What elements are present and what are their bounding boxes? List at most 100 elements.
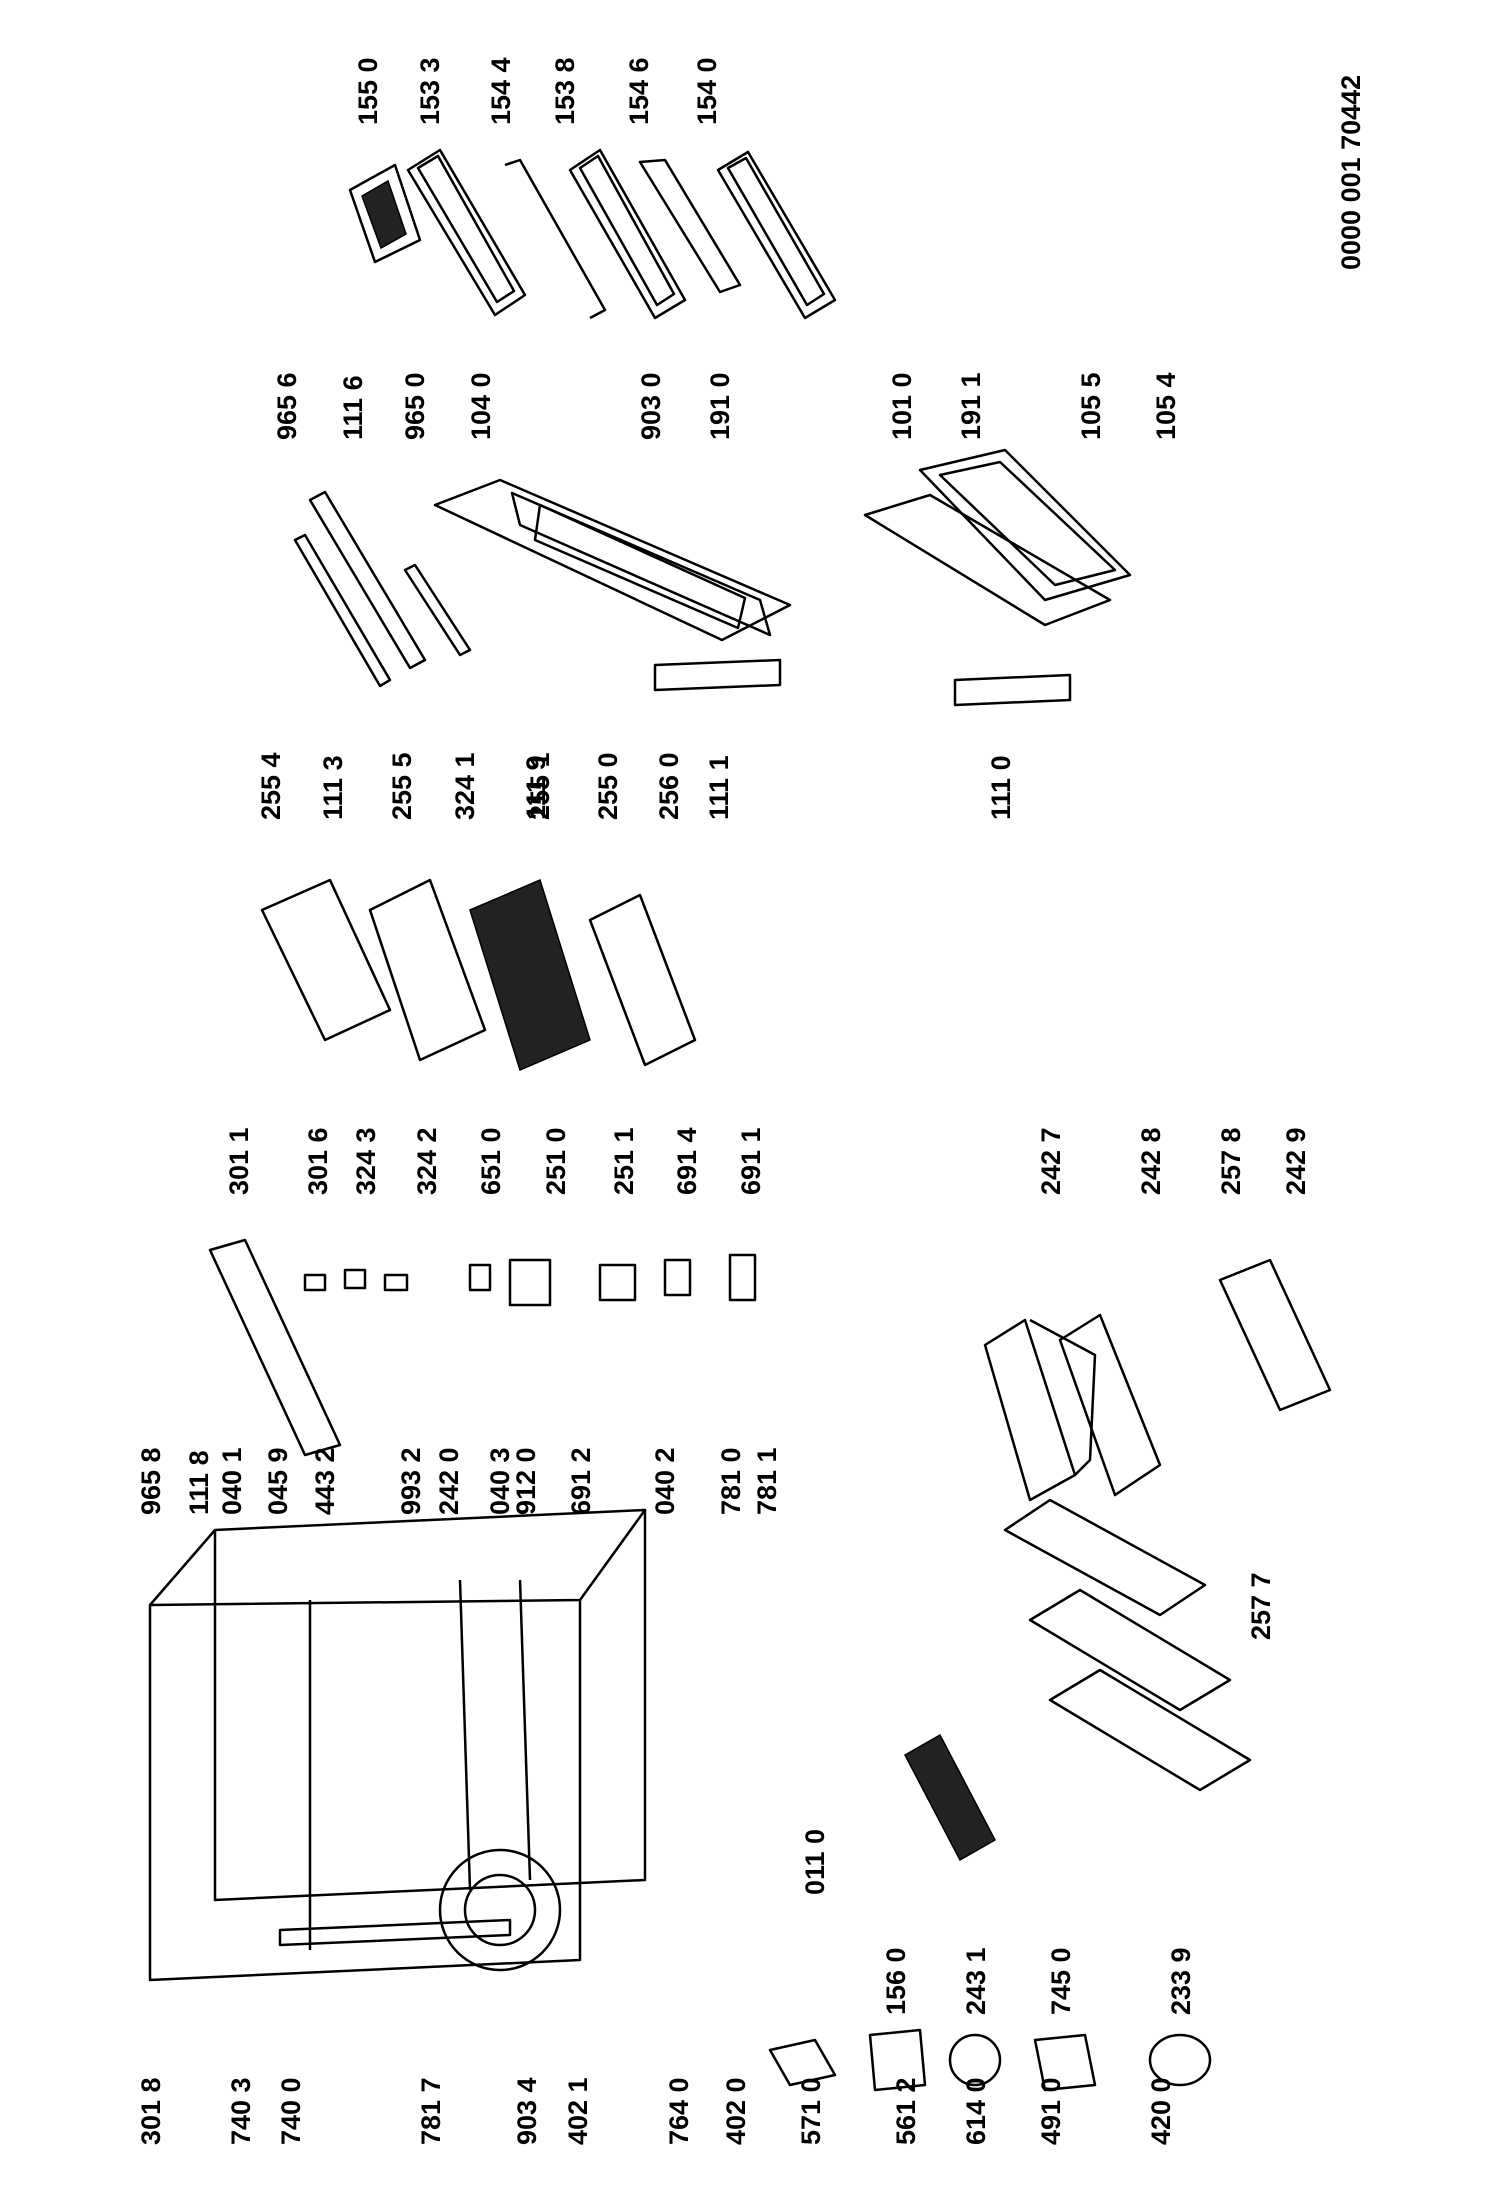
door-bin-1 — [406, 148, 527, 317]
part-number-label: 242 9 — [1281, 1127, 1311, 1195]
part-number-label: 251 1 — [609, 1127, 639, 1195]
part-number-label: 965 0 — [400, 372, 430, 440]
spare-part-420 — [1148, 2033, 1212, 2087]
part-labels: 155 0 153 3 154 4 153 8 154 6 154 0 965 6 111 6… — [136, 57, 1311, 2145]
part-number-label: 011 0 — [800, 1829, 830, 1895]
part-number-label: 764 0 — [664, 2077, 694, 2145]
freezer-drawer-1 — [983, 1318, 1097, 1502]
door-upper — [433, 478, 792, 642]
part-number-label: 233 9 — [1166, 1947, 1196, 2015]
part-number-label: 111 3 — [318, 755, 348, 820]
condenser-rail — [278, 1918, 512, 1947]
spare-part-561 — [868, 2028, 927, 2092]
freezer-baskets — [1003, 1498, 1252, 1792]
part-number-label: 040 1 — [217, 1447, 247, 1515]
part-number-label: 154 6 — [624, 57, 654, 125]
part-number-label: 691 1 — [736, 1127, 766, 1195]
part-number-label: 781 0 — [716, 1447, 746, 1515]
part-number-label: 324 1 — [450, 752, 480, 820]
part-number-label: 155 0 — [353, 57, 383, 125]
spare-part-491 — [1033, 2033, 1097, 2092]
shelf-1 — [260, 878, 392, 1042]
drawing-code: 0000 001 70442 — [1336, 75, 1366, 270]
part-number-label: 491 0 — [1036, 2077, 1066, 2145]
part-number-label: 191 0 — [705, 372, 735, 440]
hinge-upper — [653, 658, 782, 692]
part-number-label: 903 4 — [512, 2077, 542, 2145]
part-drawings — [148, 148, 1332, 2092]
part-number-label: 614 0 — [961, 2077, 991, 2145]
part-number-label: 443 2 — [310, 1447, 340, 1515]
part-number-label: 111 6 — [338, 375, 368, 440]
part-number-label: 255 0 — [593, 752, 623, 820]
freezer-drawer-2 — [1058, 1313, 1162, 1497]
part-number-label: 255 1 — [525, 752, 555, 820]
part-number-label: 993 2 — [396, 1447, 426, 1515]
part-number-label: 111 1 — [704, 755, 734, 820]
ice-cube-tray-small — [348, 163, 422, 264]
part-number-label: 324 2 — [412, 1127, 442, 1195]
part-number-label: 324 3 — [351, 1127, 381, 1195]
part-number-label: 111 9 — [521, 755, 551, 820]
spare-part-614 — [948, 2033, 1002, 2087]
shelf-4 — [588, 893, 697, 1067]
part-number-label: 104 0 — [466, 372, 496, 440]
part-number-label: 040 3 — [485, 1447, 515, 1515]
compressor — [438, 1848, 562, 1972]
part-number-label: 561 2 — [891, 2077, 921, 2145]
part-number-label: 191 1 — [956, 372, 986, 440]
part-number-label: 154 4 — [486, 57, 516, 125]
door-bin-2 — [568, 148, 687, 320]
part-number-label: 111 8 — [184, 1450, 214, 1515]
part-number-label: 040 2 — [650, 1447, 680, 1515]
part-number-label: 965 8 — [136, 1447, 166, 1515]
thermostat-assembly — [208, 1238, 342, 1457]
part-number-label: 154 0 — [692, 57, 722, 125]
part-number-label: 301 1 — [224, 1127, 254, 1195]
part-number-label: 745 0 — [1046, 1947, 1076, 2015]
shelf-2 — [368, 878, 487, 1062]
part-number-label: 691 4 — [672, 1127, 702, 1195]
ice-tray-large — [904, 1733, 996, 1862]
part-number-label: 242 7 — [1036, 1127, 1066, 1195]
part-number-label: 402 1 — [563, 2077, 593, 2145]
part-number-label: 251 0 — [541, 1127, 571, 1195]
part-number-label: 153 3 — [415, 57, 445, 125]
part-number-label: 301 8 — [136, 2077, 166, 2145]
part-number-label: 101 0 — [887, 372, 917, 440]
part-number-label: 111 0 — [986, 755, 1016, 820]
part-number-label: 242 0 — [434, 1447, 464, 1515]
door-rail-rod — [504, 158, 607, 320]
part-number-label: 781 7 — [416, 2077, 446, 2145]
part-number-label: 903 0 — [636, 372, 666, 440]
part-number-label: 740 3 — [226, 2077, 256, 2145]
part-number-label: 153 8 — [550, 57, 580, 125]
part-number-label: 912 0 — [511, 1447, 541, 1515]
part-number-label: 691 2 — [566, 1447, 596, 1515]
hinge-lower — [953, 673, 1072, 707]
bottle-retainer — [638, 158, 742, 294]
part-number-label: 255 5 — [387, 752, 417, 820]
part-number-label: 301 6 — [303, 1127, 333, 1195]
part-number-label: 965 6 — [272, 372, 302, 440]
part-number-label: 105 4 — [1151, 372, 1181, 440]
part-number-label: 255 4 — [256, 752, 286, 820]
door-handle-upper — [293, 490, 472, 688]
part-number-label: 257 8 — [1216, 1127, 1246, 1195]
door-bin-3 — [716, 150, 837, 320]
part-number-label: 781 1 — [752, 1447, 782, 1515]
part-number-label: 402 0 — [721, 2077, 751, 2145]
part-number-label: 256 0 — [654, 752, 684, 820]
part-number-label: 105 5 — [1076, 372, 1106, 440]
part-number-label: 243 1 — [961, 1947, 991, 2015]
shelf-3 — [469, 878, 591, 1072]
part-number-label: 242 8 — [1136, 1127, 1166, 1195]
part-number-label: 651 0 — [476, 1127, 506, 1195]
door-lower — [863, 448, 1132, 627]
part-number-label: 420 0 — [1146, 2077, 1176, 2145]
cabinet — [148, 1508, 647, 1982]
part-number-label: 740 0 — [276, 2077, 306, 2145]
part-number-label: 045 9 — [263, 1447, 293, 1515]
freezer-drawer-3 — [1218, 1258, 1332, 1412]
